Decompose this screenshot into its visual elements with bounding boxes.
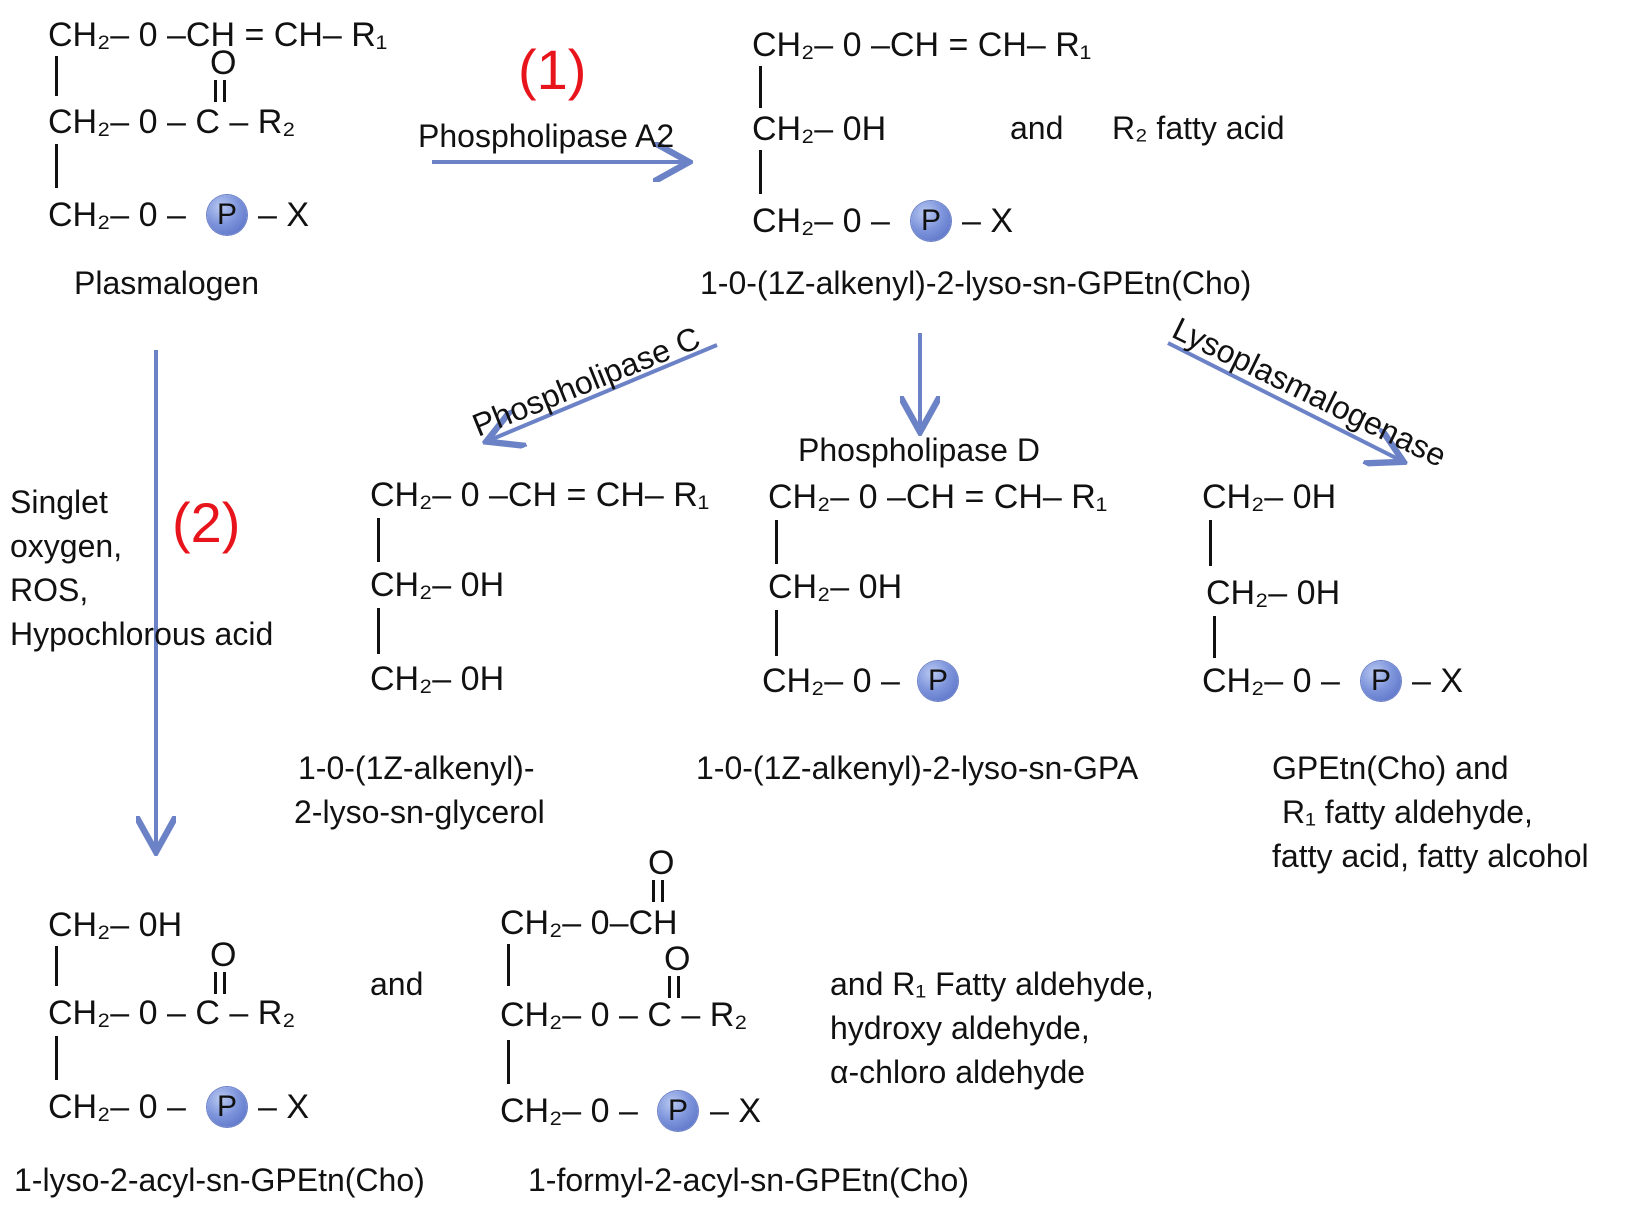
bond-line xyxy=(507,944,510,986)
phosphate-icon: P xyxy=(1361,661,1401,701)
head-group: – X xyxy=(962,202,1014,240)
formula-line-2: CH₂– 0H xyxy=(370,566,505,604)
formula-line-1: CH₂– 0H xyxy=(1202,478,1337,516)
formula-line-3: CH₂– 0 – xyxy=(500,1092,638,1130)
bond-line xyxy=(1209,520,1212,566)
double-bond xyxy=(214,80,226,102)
bond-line xyxy=(377,608,380,654)
bond-line xyxy=(55,1036,58,1080)
lyso-acyl-name: 1-lyso-2-acyl-sn-GPEtn(Cho) xyxy=(14,1162,425,1198)
head-group: – X xyxy=(258,1088,310,1126)
carbonyl-oxygen: O xyxy=(210,44,237,82)
and-label: and xyxy=(1010,110,1064,146)
enzyme-phospholipase-a2: Phospholipase A2 xyxy=(418,118,675,154)
oxidant-line: Singlet xyxy=(10,484,108,520)
formula-line-3: CH₂– 0 – xyxy=(48,1088,186,1126)
carbonyl-oxygen: O xyxy=(210,936,237,974)
formula-line-3: CH₂– 0 – xyxy=(752,202,890,240)
bond-line xyxy=(507,1040,510,1084)
oxidant-line: Hypochlorous acid xyxy=(10,616,274,652)
formula-line-2: CH₂– 0H xyxy=(752,110,887,148)
formula-line-2: CH₂– 0H xyxy=(768,568,903,606)
bond-line xyxy=(775,520,778,564)
step-2-label: (2) xyxy=(172,491,241,554)
gpetn-name-2: R₁ fatty aldehyde, xyxy=(1282,794,1533,830)
extra-product-line: hydroxy aldehyde, xyxy=(830,1010,1090,1046)
formula-line-1: CH₂– 0 –CH = CH– R₁ xyxy=(768,478,1108,516)
head-group: – X xyxy=(258,196,310,234)
formula-line-1: CH₂– 0 –CH = CH– R₁ xyxy=(370,476,710,514)
carbonyl-oxygen: O xyxy=(664,940,691,978)
oxidant-line: oxygen, xyxy=(10,528,123,564)
gpetn-name-3: fatty acid, fatty alcohol xyxy=(1272,838,1589,874)
gpetn-name-1: GPEtn(Cho) and xyxy=(1272,750,1509,786)
phosphate-icon: P xyxy=(207,195,247,235)
bond-line xyxy=(775,610,778,656)
formula-line-3: CH₂– 0 – xyxy=(1202,662,1340,700)
oxidant-line: ROS, xyxy=(10,572,89,608)
formula-line-3: CH₂– 0 – xyxy=(762,662,900,700)
double-bond xyxy=(652,880,664,902)
enzyme-phospholipase-d: Phospholipase D xyxy=(798,432,1040,468)
formula-line-3: CH₂– 0 – xyxy=(48,196,186,234)
double-bond xyxy=(668,976,680,998)
bond-line xyxy=(55,56,58,96)
formyl-oxygen: O xyxy=(648,844,675,882)
alkenyl-glycerol-name-2: 2-lyso-sn-glycerol xyxy=(294,794,545,830)
bond-line xyxy=(55,946,58,986)
formula-line-1: CH₂– 0H xyxy=(48,906,183,944)
alkenyl-gpa-name: 1-0-(1Z-alkenyl)-2-lyso-sn-GPA xyxy=(696,750,1139,786)
phosphate-icon: P xyxy=(918,661,958,701)
phosphate-icon: P xyxy=(658,1091,698,1131)
bond-line xyxy=(377,518,380,562)
formula-line-2: CH₂– 0 – C – R₂ xyxy=(500,996,748,1034)
bond-line xyxy=(759,66,762,108)
head-group: – X xyxy=(710,1092,762,1130)
phosphate-icon: P xyxy=(911,201,951,241)
alkenyl-glycerol-name-1: 1-0-(1Z-alkenyl)- xyxy=(298,750,535,786)
formula-line-2: CH₂– 0 – C – R₂ xyxy=(48,994,296,1032)
formula-line-1: CH₂– 0 –CH = CH– R₁ xyxy=(48,16,388,54)
formula-line-1: CH₂– 0 –CH = CH– R₁ xyxy=(752,26,1092,64)
plasmalogen-name: Plasmalogen xyxy=(74,265,259,301)
formula-line-2: CH₂– 0 – C – R₂ xyxy=(48,103,296,141)
arrow-lysoplasmalogenase xyxy=(1167,341,1400,460)
formula-line-2: CH₂– 0H xyxy=(1206,574,1341,612)
phosphate-icon: P xyxy=(207,1087,247,1127)
coproduct-label: R₂ fatty acid xyxy=(1112,110,1285,146)
lysoplasmalogen-name: 1-0-(1Z-alkenyl)-2-lyso-sn-GPEtn(Cho) xyxy=(700,265,1252,301)
arrow-phospholipase-c xyxy=(490,343,718,440)
extra-product-line: α-chloro aldehyde xyxy=(830,1054,1086,1090)
bond-line xyxy=(55,144,58,188)
formyl-acyl-name: 1-formyl-2-acyl-sn-GPEtn(Cho) xyxy=(528,1162,969,1198)
step-1-label: (1) xyxy=(518,38,587,101)
formula-line-1: CH₂– 0–CH xyxy=(500,904,678,942)
extra-product-line: and R₁ Fatty aldehyde, xyxy=(830,966,1154,1002)
bond-line xyxy=(759,150,762,194)
formula-line-3: CH₂– 0H xyxy=(370,660,505,698)
bond-line xyxy=(1213,616,1216,658)
and-label: and xyxy=(370,966,424,1002)
head-group: – X xyxy=(1412,662,1464,700)
double-bond xyxy=(214,972,226,994)
